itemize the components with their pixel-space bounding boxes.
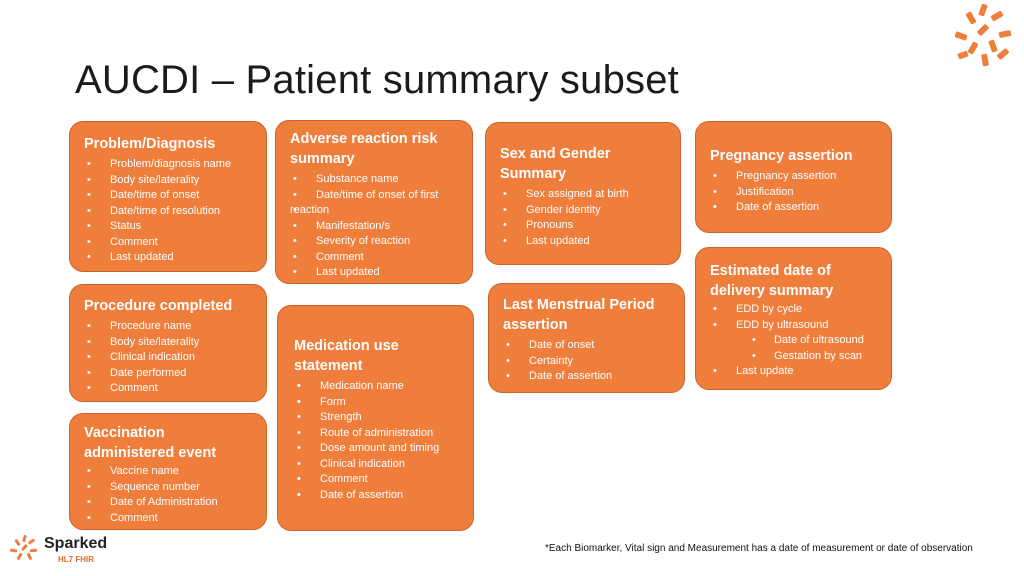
card-heading: Pregnancy assertion (710, 148, 853, 164)
item-list: Medication name Form Strength Route of a… (294, 379, 465, 503)
item-list: Date of onset Certainty Date of assertio… (503, 338, 676, 385)
list-item: Last updated (84, 250, 258, 266)
sub-list-item: Date of ultrasound (710, 333, 883, 349)
card-heading: Last Menstrual Period (503, 297, 655, 313)
sub-list-item: Gestation by scan (710, 349, 883, 365)
list-item: Body site/laterality (84, 173, 258, 189)
list-item: Procedure name (84, 319, 258, 335)
list-item: Vaccine name (84, 464, 258, 480)
item-list: EDD by cycle EDD by ultrasound Date of u… (710, 302, 883, 380)
footnote: *Each Biomarker, Vital sign and Measurem… (545, 543, 973, 554)
list-item: Comment (84, 511, 258, 527)
list-item: Severity of reaction (290, 234, 464, 250)
card-heading: Problem/Diagnosis (84, 136, 216, 152)
brand-subtitle: HL7 FHIR (58, 555, 94, 564)
list-item-continuation: reaction (290, 203, 464, 219)
item-list: Problem/diagnosis name Body site/lateral… (84, 157, 258, 266)
pregnancy-assertion-card: Pregnancy assertion Pregnancy assertion … (695, 121, 892, 233)
brand-logo: Sparked HL7 FHIR (10, 532, 130, 572)
list-item: Date of assertion (503, 369, 676, 385)
item-list: Substance name Date/time of onset of fir… (290, 172, 464, 281)
list-item: Body site/laterality (84, 335, 258, 351)
card-heading: Procedure completed (84, 298, 233, 314)
list-item: Dose amount and timing (294, 441, 465, 457)
adverse-reaction-card: Adverse reaction risk summary Substance … (275, 120, 473, 284)
page-title: AUCDI – Patient summary subset (75, 58, 679, 102)
last-menstrual-period-card: Last Menstrual Period assertion Date of … (488, 283, 685, 393)
list-item: Comment (294, 472, 465, 488)
list-item: Substance name (290, 172, 464, 188)
list-item: Form (294, 395, 465, 411)
list-item: Problem/diagnosis name (84, 157, 258, 173)
card-heading-line2: delivery summary (710, 283, 834, 299)
medication-use-card: Medication use statement Medication name… (277, 305, 474, 531)
list-item: Last updated (500, 234, 672, 250)
list-item: Clinical indication (84, 350, 258, 366)
list-item: Route of administration (294, 426, 465, 442)
list-item: EDD by ultrasound (710, 318, 883, 334)
list-item: Last update (710, 364, 883, 380)
list-item: Date of assertion (294, 488, 465, 504)
list-item: Comment (84, 235, 258, 251)
list-item: Date performed (84, 366, 258, 382)
list-item: Status (84, 219, 258, 235)
item-list: Procedure name Body site/laterality Clin… (84, 319, 258, 397)
procedure-completed-card: Procedure completed Procedure name Body … (69, 284, 267, 402)
card-heading: Vaccination (84, 425, 165, 441)
card-heading-line2: assertion (503, 317, 568, 333)
sparked-logo-icon (954, 3, 1012, 67)
list-item: Date/time of resolution (84, 204, 258, 220)
card-heading: Sex and Gender (500, 146, 611, 162)
list-item: Sex assigned at birth (500, 187, 672, 203)
list-item: Clinical indication (294, 457, 465, 473)
list-item: Date/time of onset (84, 188, 258, 204)
list-item: Pregnancy assertion (710, 169, 883, 185)
card-heading: Medication use (294, 338, 399, 354)
list-item: Last updated (290, 265, 464, 281)
list-item: EDD by cycle (710, 302, 883, 318)
list-item: Date of Administration (84, 495, 258, 511)
item-list: Pregnancy assertion Justification Date o… (710, 169, 883, 216)
estimated-delivery-card: Estimated date of delivery summary EDD b… (695, 247, 892, 390)
list-item: Pronouns (500, 218, 672, 234)
vaccination-card: Vaccination administered event Vaccine n… (69, 413, 267, 530)
sex-gender-card: Sex and Gender Summary Sex assigned at b… (485, 122, 681, 265)
list-item: Medication name (294, 379, 465, 395)
card-heading-line2: administered event (84, 445, 217, 461)
list-item: Comment (290, 250, 464, 266)
list-item: Sequence number (84, 480, 258, 496)
card-heading-line2: statement (294, 358, 363, 374)
list-item: Date/time of onset of first (290, 188, 464, 204)
item-list: Vaccine name Sequence number Date of Adm… (84, 464, 258, 526)
item-list: Sex assigned at birth Gender identity Pr… (500, 187, 672, 249)
card-heading: Estimated date of (710, 263, 831, 279)
list-item: Certainty (503, 354, 676, 370)
list-item: Date of onset (503, 338, 676, 354)
list-item: Comment (84, 381, 258, 397)
list-item: Date of assertion (710, 200, 883, 216)
sparked-logo-icon (10, 534, 38, 560)
list-item: Gender identity (500, 203, 672, 219)
brand-name: Sparked (44, 535, 108, 552)
problem-diagnosis-card: Problem/Diagnosis Problem/diagnosis name… (69, 121, 267, 272)
card-heading-line2: summary (290, 151, 355, 167)
card-heading: Adverse reaction risk (290, 131, 438, 147)
list-item: Strength (294, 410, 465, 426)
card-heading-line2: Summary (500, 166, 567, 182)
list-item: Justification (710, 185, 883, 201)
list-item: Manifestation/s (290, 219, 464, 235)
